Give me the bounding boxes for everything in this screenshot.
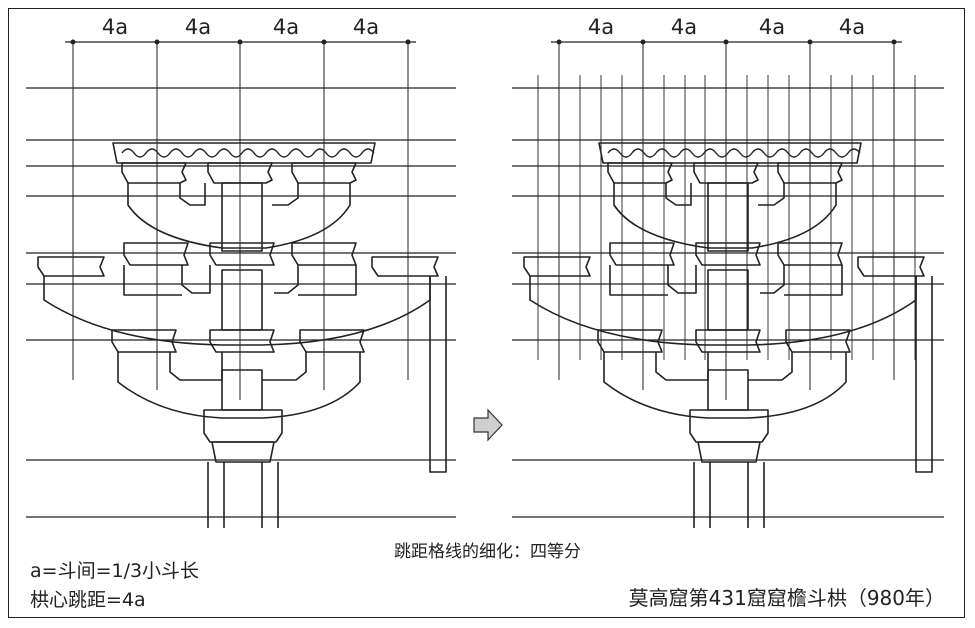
left-panel [26, 39, 456, 529]
right-arrow-icon [473, 408, 503, 442]
note-line-1: a=斗间=1/3小斗长 [30, 560, 200, 582]
dim-label-left-1: 4a [102, 15, 128, 39]
dim-label-right-3: 4a [759, 15, 785, 39]
dim-label-right-2: 4a [671, 15, 697, 39]
figure-frame [8, 8, 965, 618]
note-line-2: 栱心跳距=4a [30, 589, 146, 611]
dim-label-right-1: 4a [588, 15, 614, 39]
caption-center: 跳距格线的细化：四等分 [394, 542, 581, 562]
caption-right: 莫高窟第431窟窟檐斗栱（980年） [628, 586, 945, 610]
dim-label-right-4: 4a [839, 15, 865, 39]
right-panel [512, 39, 944, 529]
dim-label-left-2: 4a [185, 15, 211, 39]
dim-label-left-4: 4a [353, 15, 379, 39]
dim-label-left-3: 4a [273, 15, 299, 39]
